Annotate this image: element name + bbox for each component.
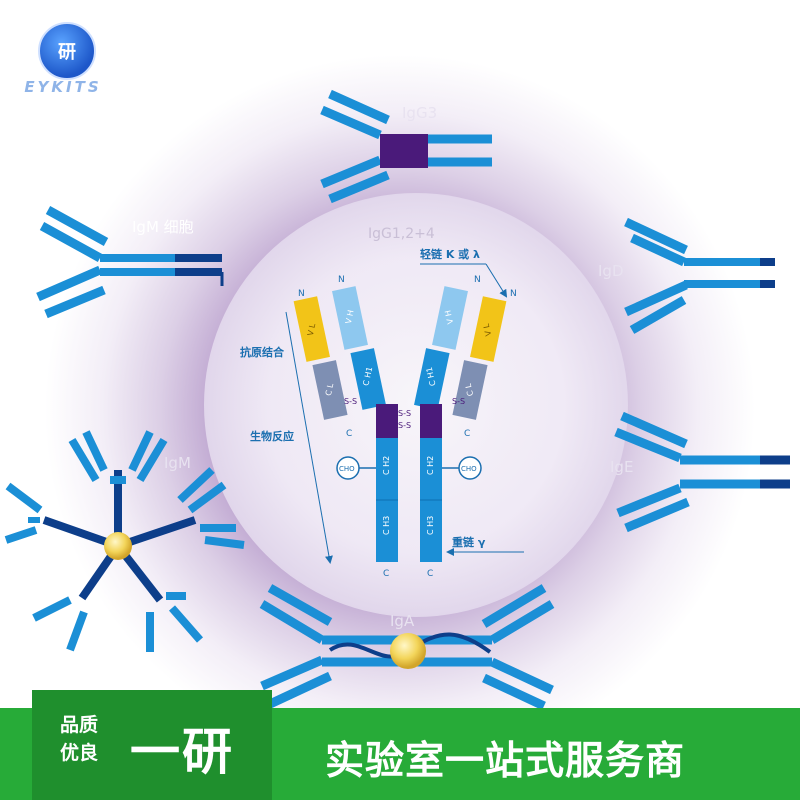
domain-ch2-left: C H2 <box>382 456 391 475</box>
j-chain-ball <box>104 532 132 560</box>
n-terminal-right-inner: N <box>474 275 481 285</box>
domain-ch1-left: C H1 <box>361 366 374 387</box>
label-igg124: IgG1,2+4 <box>368 226 435 242</box>
c-terminal-left-light: C <box>346 429 352 439</box>
footer-quality-line2: 优良 <box>60 742 99 764</box>
igd-antibody <box>624 217 775 334</box>
label-igd: IgD <box>598 262 624 280</box>
disulfide-left: S-S <box>344 397 357 406</box>
footer-brand-name: 一研 <box>130 723 234 781</box>
footer-quality-line1: 品质 <box>60 714 99 736</box>
label-iga: IgA <box>390 612 415 630</box>
domain-cl-left: C L <box>324 382 336 397</box>
logo-mark: 研 <box>38 22 96 80</box>
iga-j-chain-ball <box>390 633 426 669</box>
label-ige: IgE <box>610 458 633 476</box>
n-terminal-left-outer: N <box>298 289 305 299</box>
c-terminal-left-heavy: C <box>383 569 389 579</box>
label-light-chain: 轻链 K 或 λ <box>420 247 480 261</box>
igm-cell-antibody <box>36 206 224 319</box>
n-terminal-right-outer: N <box>510 289 517 299</box>
logo-mark-text: 研 <box>58 42 76 63</box>
footer-banner: 品质 优良 一研 实验室一站式服务商 <box>0 690 800 800</box>
label-igg3: IgG3 <box>402 104 437 122</box>
label-igm: IgM <box>164 454 191 472</box>
igg-detail <box>285 263 524 564</box>
domain-ch3-right: C H3 <box>426 516 435 535</box>
label-igm-cell: IgM 细胞 <box>132 218 194 236</box>
domain-vl-left: V L <box>306 322 318 337</box>
label-antigen-binding: 抗原结合 <box>240 345 285 359</box>
label-bio-reaction: 生物反应 <box>250 429 294 443</box>
c-terminal-right-light: C <box>464 429 470 439</box>
cho-right: CHO <box>461 465 477 473</box>
label-heavy-chain: 重链 γ <box>452 535 486 549</box>
cho-left: CHO <box>339 465 355 473</box>
domain-ch1-right: C H1 <box>425 366 438 387</box>
logo: 研 EYKITS <box>18 22 108 100</box>
domain-ch3-left: C H3 <box>382 516 391 535</box>
domain-ch2-right: C H2 <box>426 456 435 475</box>
logo-text: EYKITS <box>24 78 102 96</box>
footer-brand-block <box>32 690 272 800</box>
disulfide-right: S-S <box>452 397 465 406</box>
domain-cl-right: C L <box>464 382 476 397</box>
domain-vh-left: V H <box>344 309 356 325</box>
disulfide-hinge-1: S-S <box>398 409 411 418</box>
ige-antibody <box>614 411 790 533</box>
domain-vl-right: V L <box>482 322 494 337</box>
igm-pentamer <box>4 430 245 652</box>
iga-dimer <box>259 584 555 711</box>
c-terminal-right-heavy: C <box>427 569 433 579</box>
n-terminal-left-inner: N <box>338 275 345 285</box>
domain-vh-right: V H <box>443 309 455 325</box>
footer-slogan: 实验室一站式服务商 <box>325 739 686 784</box>
disulfide-hinge-2: S-S <box>398 421 411 430</box>
igg3-antibody <box>320 89 492 204</box>
